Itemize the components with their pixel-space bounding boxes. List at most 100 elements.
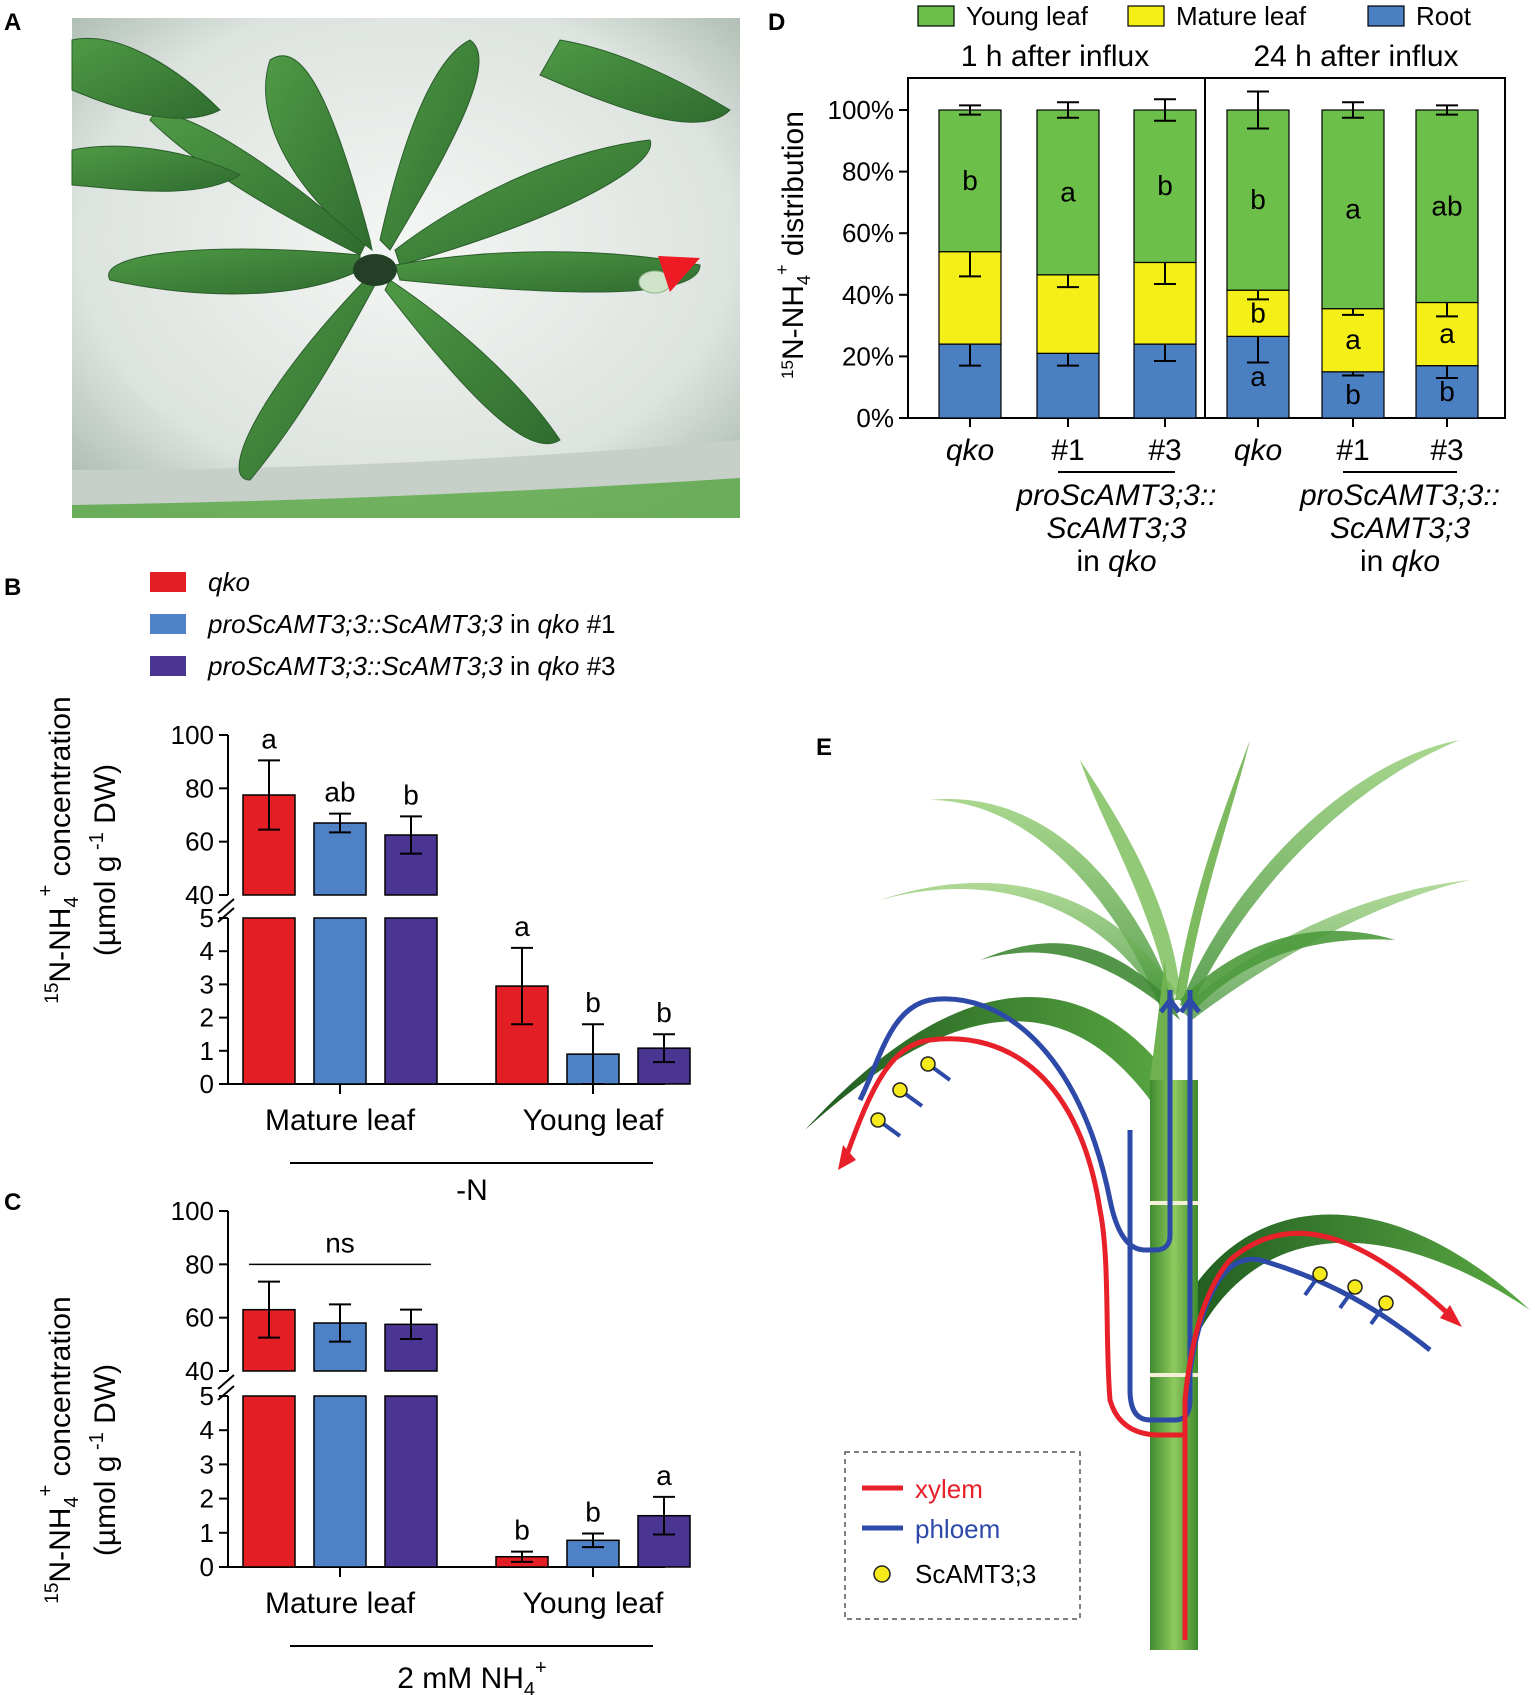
x-tick-label: #3 — [1148, 434, 1181, 467]
y-tick-label: 100 — [171, 1196, 214, 1226]
legend-swatch — [150, 614, 186, 634]
x-tick-label: qko — [1234, 434, 1282, 467]
timepoint-label: 24 h after influx — [1253, 40, 1458, 73]
y-tick-label: 40% — [842, 280, 894, 310]
y-tick-label: 0 — [200, 1552, 214, 1582]
plant-photo — [71, 18, 740, 518]
group-label: proScAMT3;3:: — [1015, 479, 1216, 512]
panel-letter-b: B — [4, 574, 21, 601]
legend-swatch — [917, 5, 955, 27]
bar — [242, 917, 296, 1085]
y-tick-label: 40 — [185, 1356, 214, 1386]
panel-letter-e: E — [816, 734, 832, 761]
stacked-segment — [1415, 109, 1479, 304]
stacked-segment — [938, 109, 1002, 253]
legend-swatch — [1367, 5, 1405, 27]
y-tick-label: 100 — [171, 720, 214, 750]
x-tick-label: Young leaf — [523, 1587, 664, 1620]
timepoint-label: 1 h after influx — [961, 40, 1149, 73]
y-tick-label: 60% — [842, 218, 894, 248]
axis-break-mark — [217, 1385, 235, 1401]
bar — [313, 822, 367, 896]
panel-letter-a: A — [4, 9, 21, 36]
y-tick-label: 3 — [200, 969, 214, 999]
y-tick-label: 60 — [185, 827, 214, 857]
panel-letter-d: D — [768, 9, 785, 36]
significance-letter: a — [261, 723, 277, 754]
group-label: in qko — [1360, 545, 1440, 578]
significance-letter: b — [1250, 297, 1266, 328]
plot-frame — [907, 77, 1506, 419]
bar — [313, 917, 367, 1085]
bar — [384, 917, 438, 1085]
significance-letter: a — [1060, 176, 1076, 207]
significance-letter: b — [403, 779, 419, 810]
stacked-segment — [1133, 109, 1197, 264]
chart-b-ylabel-units: (µmol g -1 DW) — [86, 764, 122, 956]
legend-swatch — [150, 656, 186, 676]
panel-a: A — [4, 9, 740, 518]
legend-swatch — [150, 572, 186, 592]
panel-letter-c: C — [4, 1189, 21, 1216]
axis-break-mark — [217, 907, 235, 923]
y-tick-label: 4 — [200, 1415, 214, 1445]
stacked-segment — [1226, 109, 1290, 291]
y-tick-label: 4 — [200, 936, 214, 966]
ns-label: ns — [325, 1227, 355, 1258]
x-tick-label: #3 — [1430, 434, 1463, 467]
significance-letter: b — [1439, 376, 1455, 407]
treatment-label-c: 2 mM NH4+ — [397, 1657, 546, 1695]
x-tick-label: Young leaf — [523, 1104, 664, 1137]
significance-letter: b — [585, 987, 601, 1018]
chart-d-ylabel: 15N-NH4+ distribution — [772, 111, 814, 379]
red-arrow-marker — [658, 256, 700, 292]
y-tick-label: 100% — [828, 95, 895, 125]
legend-label: Root — [1416, 1, 1472, 31]
significance-letter: b — [962, 165, 978, 196]
panel-e: E — [805, 734, 1530, 1650]
significance-letter: b — [585, 1496, 601, 1527]
significance-letter: b — [1250, 184, 1266, 215]
significance-letter: b — [1345, 379, 1361, 410]
y-tick-label: 1 — [200, 1036, 214, 1066]
bar — [637, 1514, 691, 1568]
x-tick-label: #1 — [1051, 434, 1084, 467]
legend-xylem: xylem — [915, 1474, 983, 1504]
significance-letter: a — [1439, 318, 1455, 349]
axis-break-mark — [217, 898, 235, 914]
significance-letter: b — [656, 997, 672, 1028]
significance-letter: b — [514, 1515, 530, 1546]
group-label: ScAMT3;3 — [1046, 512, 1186, 545]
bar — [384, 1395, 438, 1568]
stacked-segment — [1321, 371, 1385, 419]
axis-break-mark — [217, 1374, 235, 1390]
y-tick-label: 80 — [185, 773, 214, 803]
group-label: proScAMT3;3:: — [1299, 479, 1500, 512]
significance-letter: ab — [1431, 190, 1462, 221]
chart-c-ylabel-units: (µmol g -1 DW) — [86, 1364, 122, 1556]
y-tick-label: 80 — [185, 1249, 214, 1279]
significance-letter: a — [514, 911, 530, 942]
legend-label: Mature leaf — [1176, 1, 1307, 31]
stacked-segment — [1036, 109, 1100, 276]
stacked-segment — [1415, 301, 1479, 367]
significance-letter: a — [1250, 361, 1266, 392]
x-tick-label: Mature leaf — [265, 1587, 416, 1620]
bar — [313, 1395, 367, 1568]
y-tick-label: 1 — [200, 1518, 214, 1548]
x-tick-label: qko — [946, 434, 994, 467]
legend-label: qko — [208, 567, 250, 597]
y-tick-label: 0 — [200, 1069, 214, 1099]
legend-transporter: ScAMT3;3 — [915, 1559, 1036, 1589]
bar — [242, 1395, 296, 1568]
transporter-swatch — [873, 1565, 891, 1583]
diagram-legend: xylem phloem ScAMT3;3 — [844, 1451, 1081, 1620]
